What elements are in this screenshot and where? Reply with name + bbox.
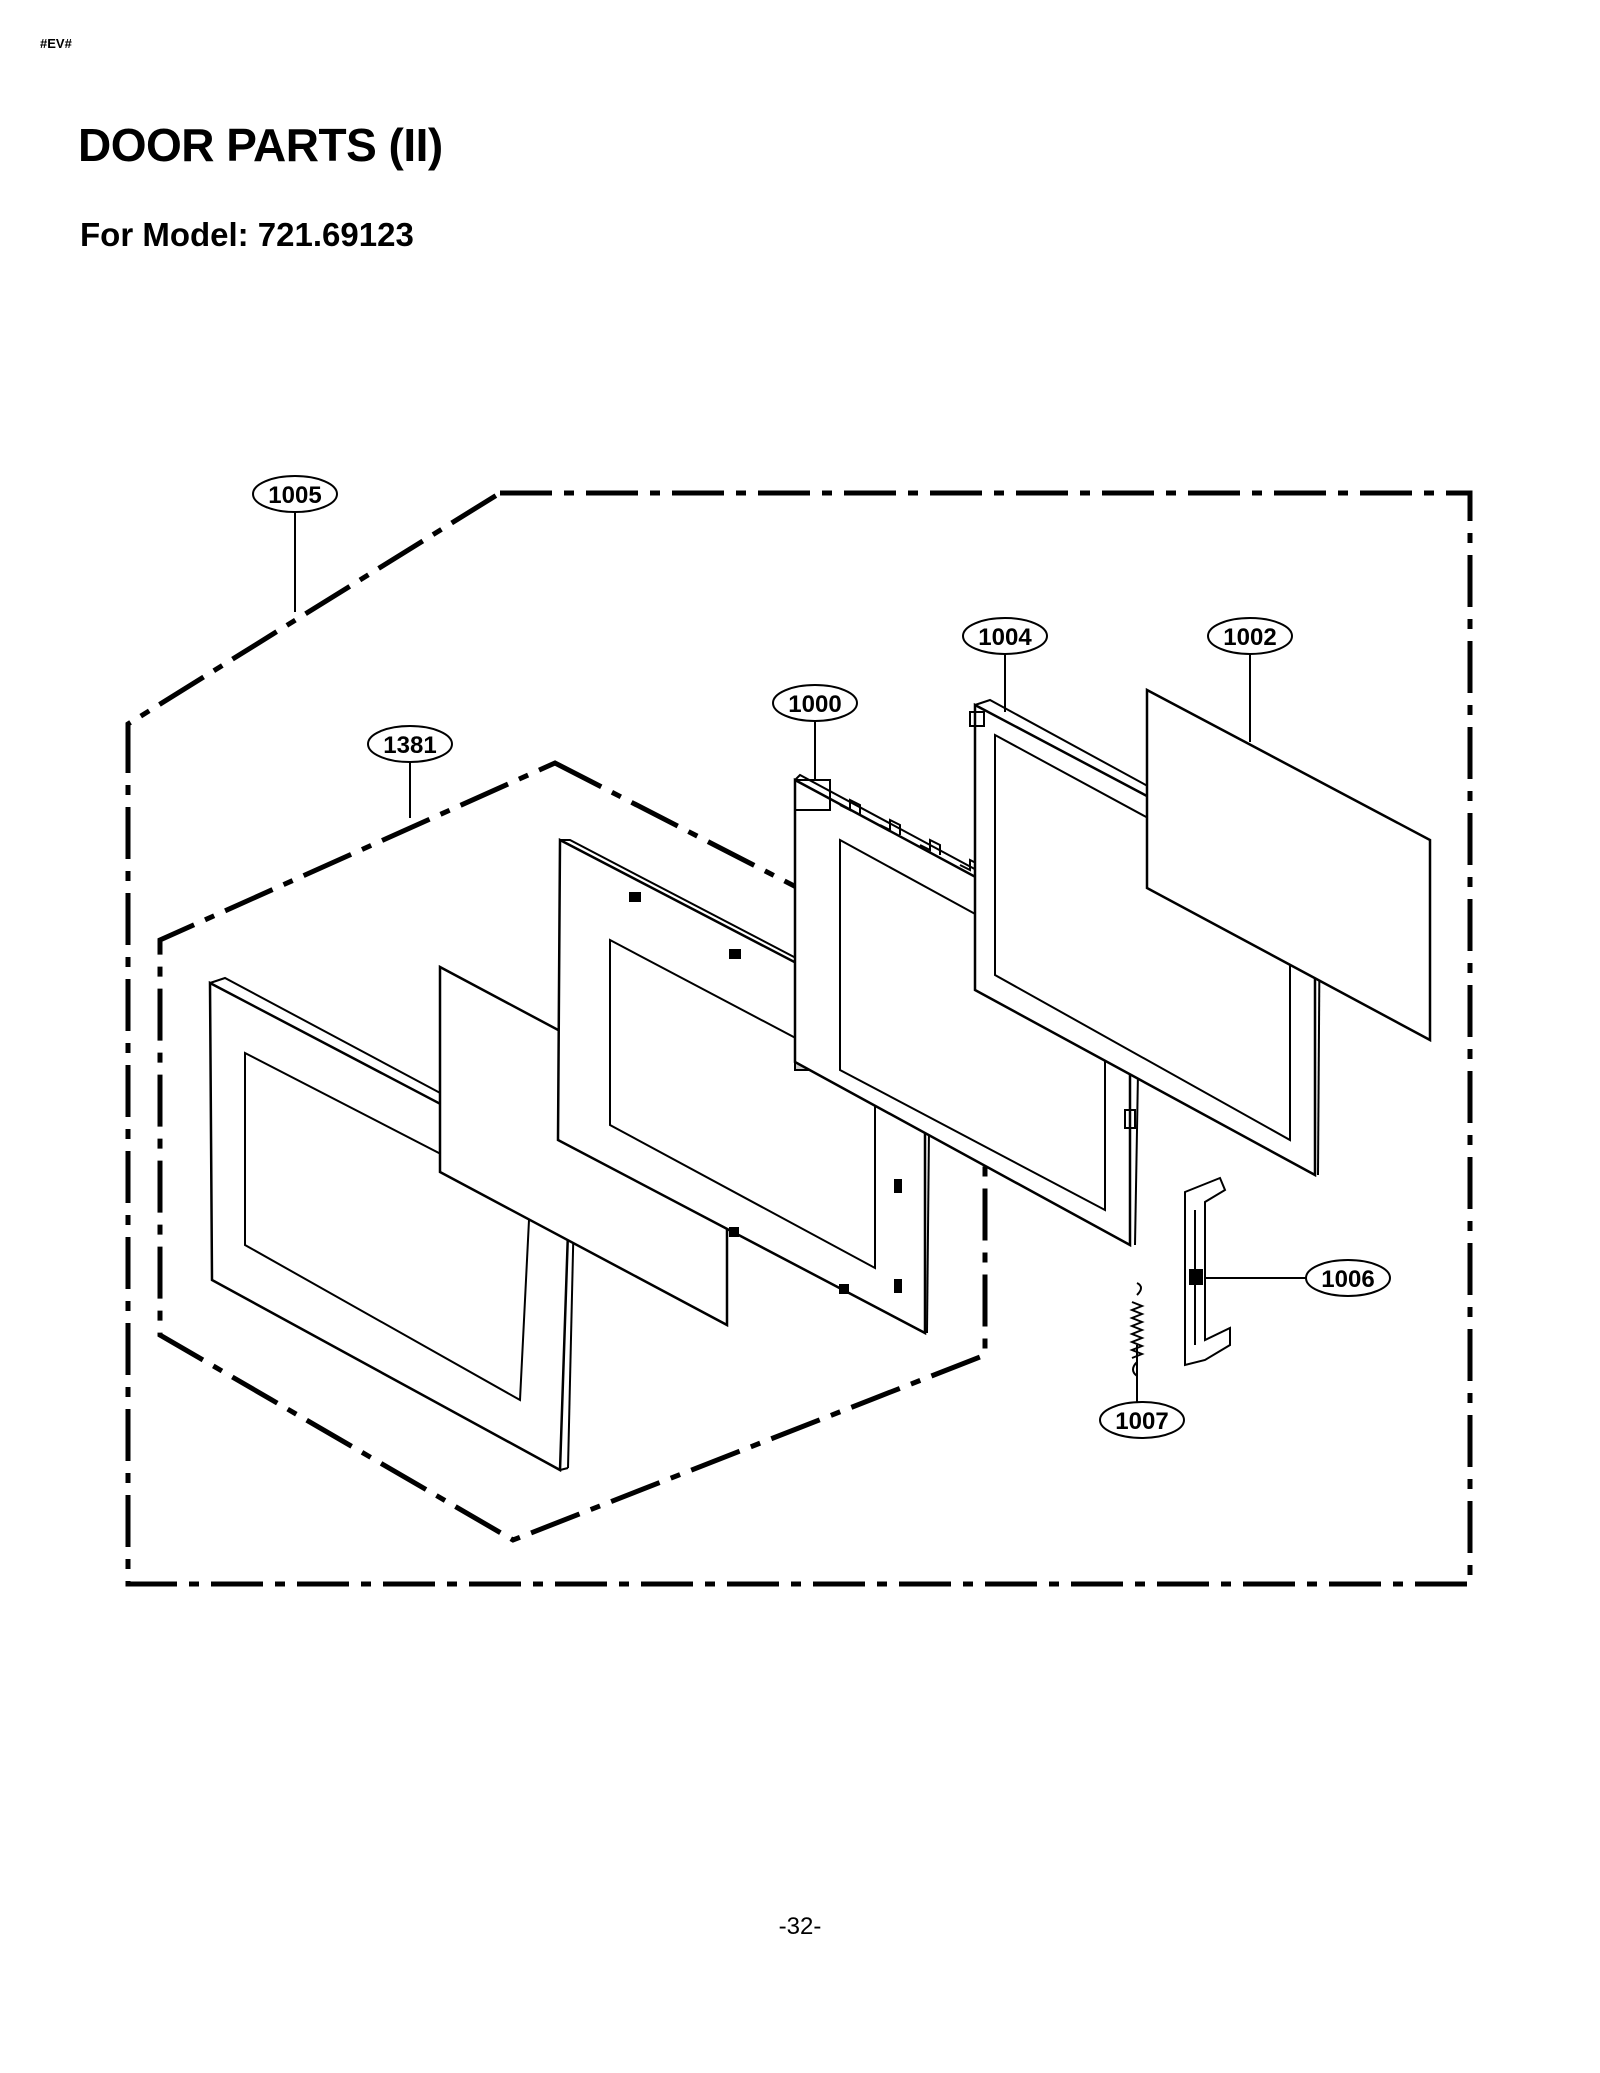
callout-1005: 1005 [252, 475, 338, 513]
callout-label: 1007 [1115, 1408, 1168, 1435]
callout-1007: 1007 [1099, 1401, 1185, 1439]
callout-1000: 1000 [772, 684, 858, 722]
callout-1002: 1002 [1207, 617, 1293, 655]
model-subtitle: For Model: 721.69123 [80, 216, 414, 253]
door-latch [1184, 1176, 1231, 1367]
callout-label: 1000 [788, 691, 841, 718]
inner-assembly-boundary [157, 760, 988, 1543]
callout-label: 1381 [383, 732, 436, 759]
page-title: DOOR PARTS (II) [78, 119, 443, 171]
callout-label: 1006 [1321, 1266, 1374, 1293]
choke-glass-panel [1145, 687, 1432, 1043]
latch-spring [1129, 1282, 1145, 1377]
callout-1006: 1006 [1305, 1259, 1391, 1297]
callout-label: 1005 [268, 482, 321, 509]
callout-1381: 1381 [367, 725, 453, 763]
leader-lines [294, 512, 1307, 1403]
document-tag: #EV# [40, 36, 72, 51]
callout-label: 1004 [978, 624, 1032, 651]
page-number: -32- [778, 1913, 822, 1940]
outer-assembly-boundary [125, 490, 1473, 1587]
callout-1004: 1004 [962, 617, 1048, 655]
callout-label: 1002 [1223, 624, 1276, 651]
